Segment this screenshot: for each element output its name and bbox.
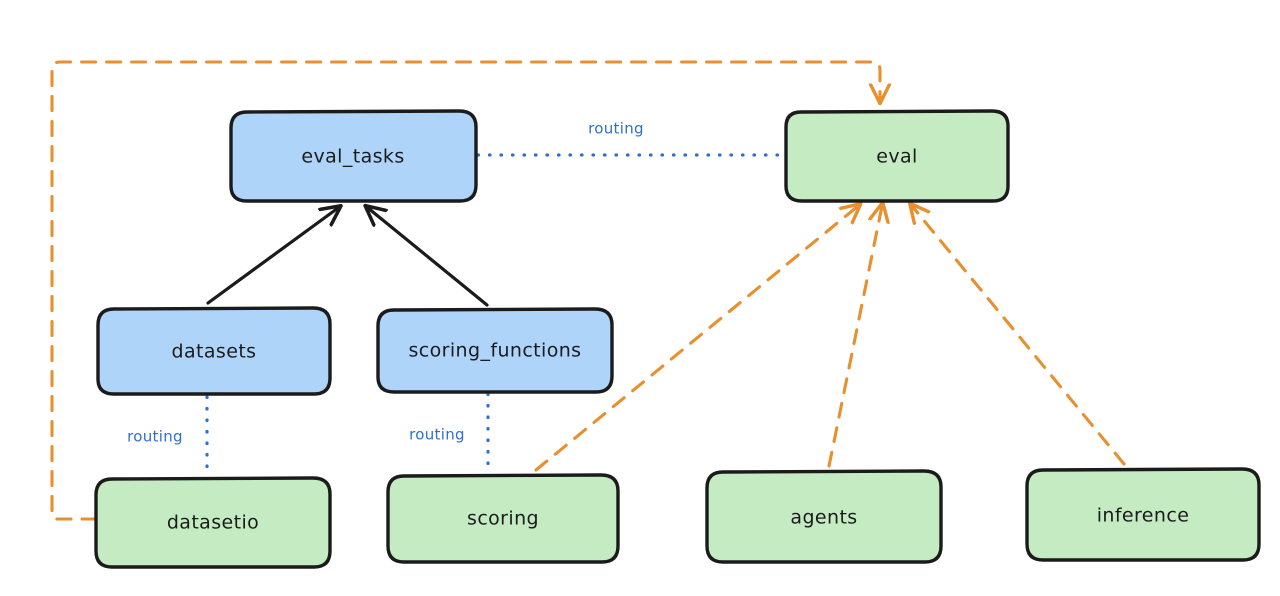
edge-scoring_functions-eval_tasks[interactable] [368, 208, 489, 307]
black-dependency-edges [206, 208, 489, 307]
node-label-eval: eval [876, 146, 917, 168]
edge-path-inference-eval [912, 206, 1126, 466]
node-shape-datasetio [94, 476, 332, 569]
edge-path-scoring_functions-eval_tasks [368, 208, 489, 307]
node-agents[interactable]: agents [705, 469, 943, 564]
node-shape-datasets [96, 306, 332, 396]
edge-path-scoring-eval [534, 206, 858, 472]
node-scoring_functions[interactable]: scoring_functions [376, 307, 614, 394]
node-label-agents: agents [790, 507, 857, 529]
node-shape-eval_tasks [229, 109, 478, 203]
node-label-inference: inference [1097, 505, 1190, 527]
node-eval_tasks[interactable]: eval_tasks [229, 109, 478, 203]
edge-agents-eval[interactable] [827, 206, 882, 468]
node-shape-scoring_functions [376, 307, 614, 394]
node-shape-inference [1025, 467, 1261, 562]
routing-edges [205, 153, 786, 477]
edge-path-agents-eval [827, 206, 882, 468]
node-scoring[interactable]: scoring [386, 473, 620, 564]
edge-label-group: routing routing routing [127, 120, 644, 446]
node-label-scoring: scoring [467, 508, 539, 530]
node-shape-eval [784, 109, 1010, 203]
orange-dependency-edges [50, 60, 1126, 521]
edge-path-datasets-eval_tasks [206, 208, 338, 305]
edge-label-routing-left: routing [127, 428, 183, 446]
node-datasetio[interactable]: datasetio [94, 476, 332, 569]
node-label-datasets: datasets [172, 341, 257, 363]
node-shape-agents [705, 469, 943, 564]
node-inference[interactable]: inference [1025, 467, 1261, 562]
edge-label-routing-middle: routing [409, 426, 465, 444]
node-label-eval_tasks: eval_tasks [301, 146, 404, 168]
edge-inference-eval[interactable] [912, 206, 1126, 466]
edge-label-routing-top: routing [588, 120, 644, 138]
node-label-datasetio: datasetio [167, 512, 259, 534]
edge-datasets-eval_tasks[interactable] [206, 208, 338, 305]
edge-scoring-eval[interactable] [534, 206, 858, 472]
node-datasets[interactable]: datasets [96, 306, 332, 396]
node-shape-scoring [386, 473, 620, 564]
node-label-scoring_functions: scoring_functions [409, 340, 582, 362]
node-eval[interactable]: eval [784, 109, 1010, 203]
